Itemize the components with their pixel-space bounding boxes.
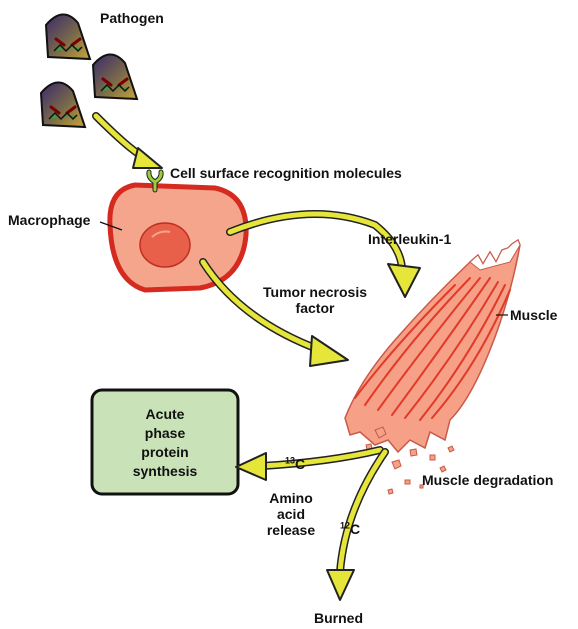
cell-surface-label: Cell surface recognition molecules <box>170 165 402 181</box>
muscle-label: Muscle <box>510 307 557 323</box>
amino-acid-release-label: Amino acid release <box>256 490 326 538</box>
pathogen-label: Pathogen <box>100 10 164 26</box>
c13-superscript: 13 <box>285 455 295 465</box>
tnf-label-line1: Tumor necrosis <box>240 284 390 300</box>
arrow-13c <box>236 450 380 480</box>
amino-line-3: release <box>256 522 326 538</box>
muscle-degradation-label: Muscle degradation <box>422 472 553 488</box>
box-line-4: synthesis <box>96 462 234 481</box>
macrophage-cell <box>110 185 246 290</box>
c12-superscript: 12 <box>340 520 350 530</box>
box-line-3: protein <box>96 443 234 462</box>
amino-line-2: acid <box>256 506 326 522</box>
macrophage-nucleus <box>140 223 190 267</box>
macrophage-label: Macrophage <box>8 212 90 228</box>
amino-line-1: Amino <box>256 490 326 506</box>
tnf-label-line2: factor <box>240 300 390 316</box>
tnf-label: Tumor necrosis factor <box>240 284 390 316</box>
c12-base: C <box>350 521 360 537</box>
pathogen-right <box>93 54 137 99</box>
pathogen-left <box>41 82 85 127</box>
c12-label: 12C <box>340 521 360 537</box>
c13-label: 13C <box>285 456 305 472</box>
box-line-2: phase <box>96 424 234 443</box>
interleukin-label: Interleukin-1 <box>368 231 451 247</box>
pathogen-top <box>46 14 90 59</box>
c13-base: C <box>295 456 305 472</box>
arrow-pathogen-to-receptor <box>96 116 162 168</box>
acute-phase-text: Acute phase protein synthesis <box>96 405 234 481</box>
box-line-1: Acute <box>96 405 234 424</box>
burned-label: Burned <box>314 610 363 626</box>
